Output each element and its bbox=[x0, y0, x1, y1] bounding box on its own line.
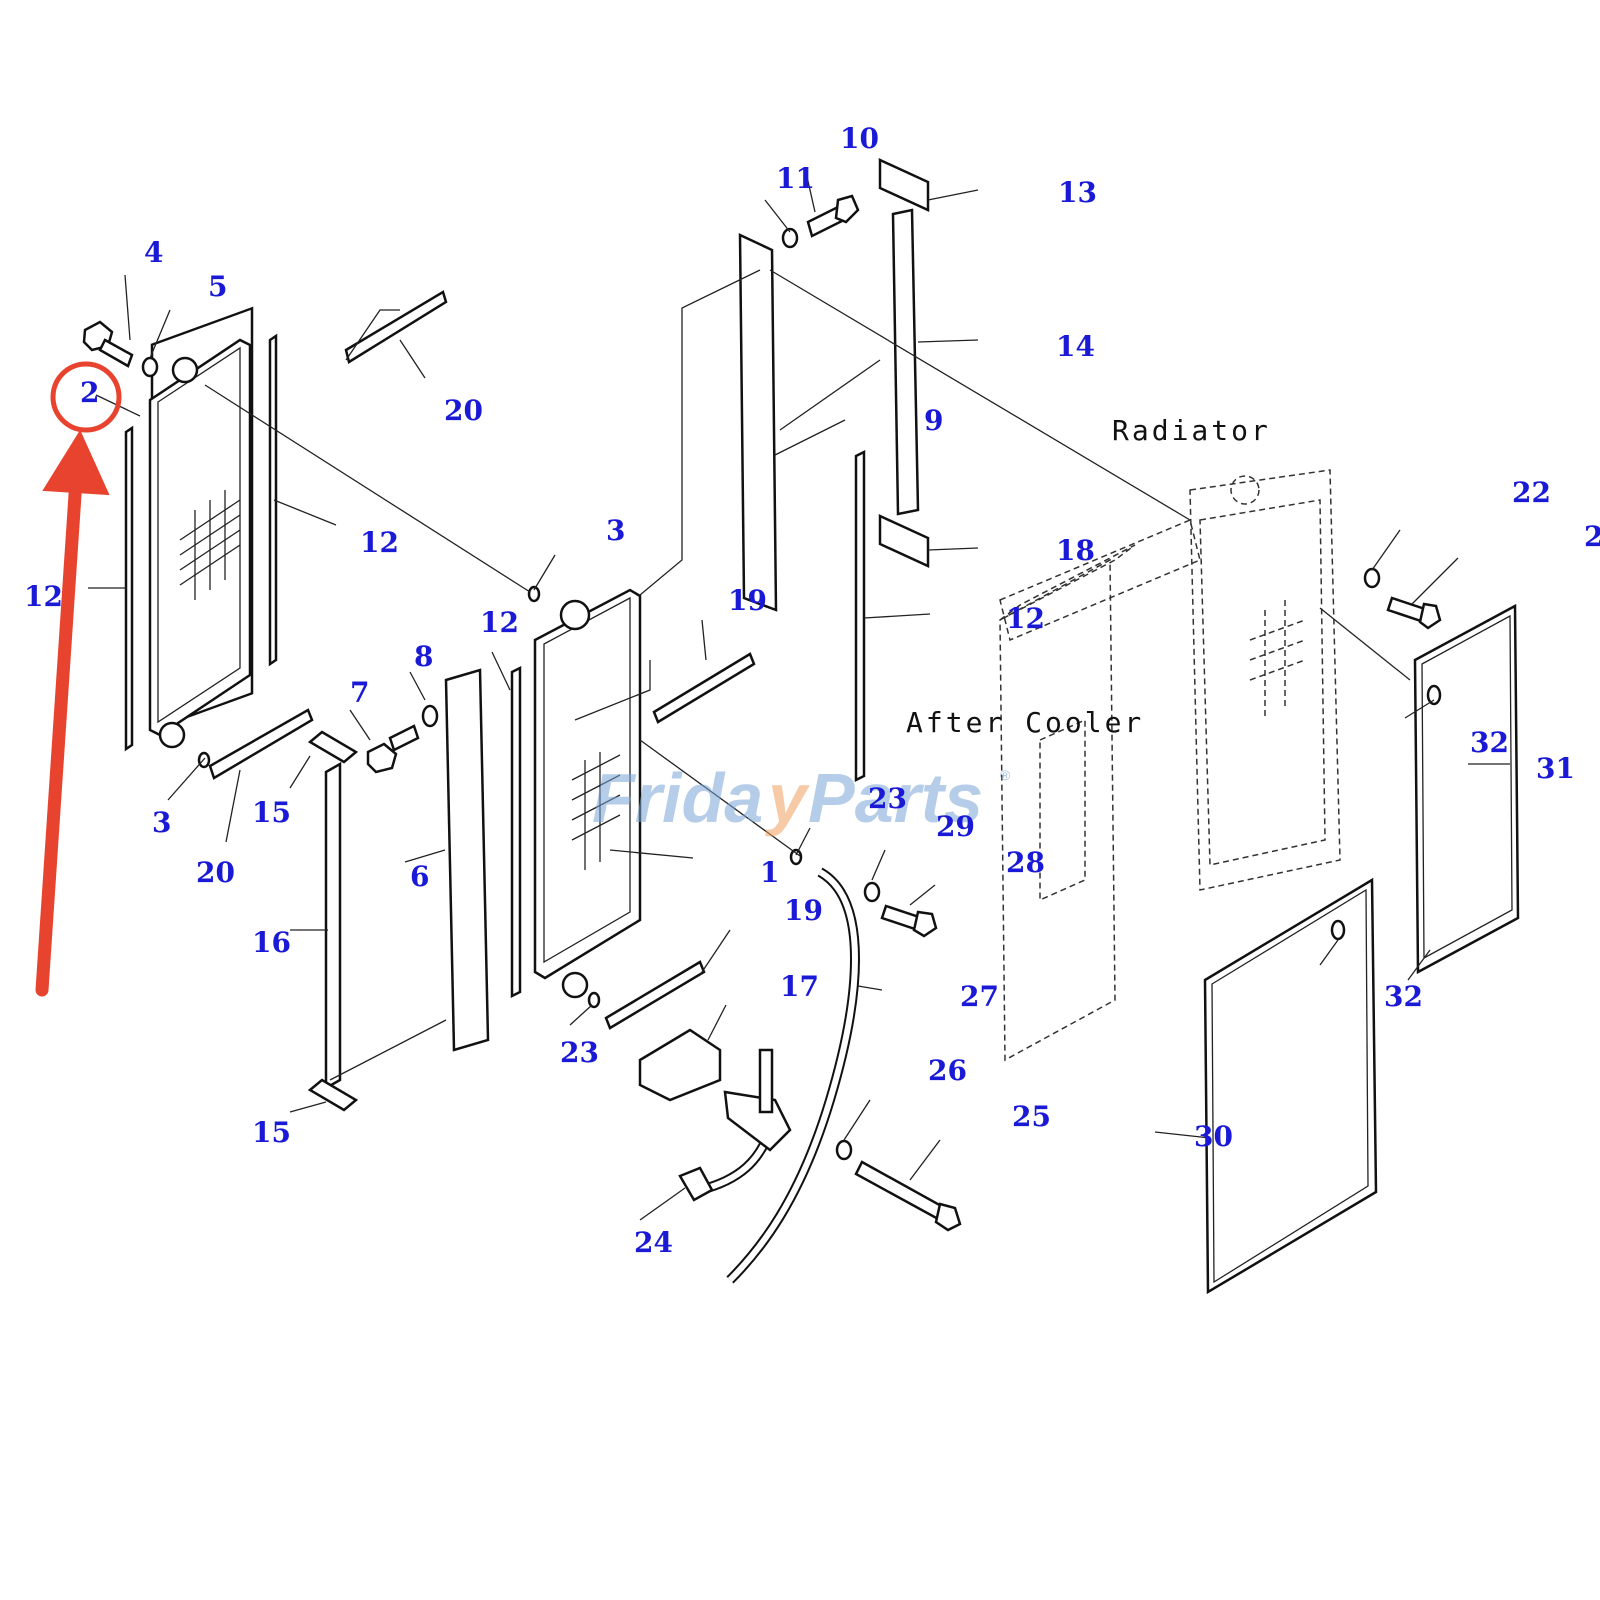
clip-32-top bbox=[1426, 684, 1442, 706]
callout: 20 bbox=[444, 394, 483, 427]
callout: 20 bbox=[196, 856, 235, 889]
callout: 31 bbox=[1536, 752, 1575, 785]
callout: 15 bbox=[252, 796, 291, 829]
watermark-logo: Frida y Parts ® bbox=[592, 759, 1011, 837]
callout: 12 bbox=[360, 526, 399, 559]
svg-text:Frida: Frida bbox=[592, 759, 763, 837]
callout: 14 bbox=[1056, 330, 1095, 363]
strip-12-center-tall bbox=[854, 449, 866, 783]
callout: 32 bbox=[1384, 980, 1423, 1013]
block-15-bottom bbox=[307, 1078, 359, 1112]
seal-strip-12-center bbox=[510, 665, 522, 999]
callout: 15 bbox=[252, 1116, 291, 1149]
washer-5 bbox=[141, 356, 159, 378]
annotation-highlight bbox=[35, 361, 122, 997]
arrow-head bbox=[42, 429, 110, 496]
assembly-lines bbox=[204, 269, 1411, 1081]
callout: 11 bbox=[776, 162, 815, 195]
callout: 1 bbox=[760, 856, 779, 889]
callout: 26 bbox=[928, 1054, 967, 1087]
plate-6 bbox=[444, 668, 490, 1052]
callout: 5 bbox=[208, 270, 227, 303]
svg-text:Parts: Parts bbox=[808, 759, 983, 837]
label-radiator: Radiator bbox=[1112, 414, 1271, 447]
callout: 9 bbox=[924, 404, 943, 437]
callout: 28 bbox=[1006, 846, 1045, 879]
svg-text:y: y bbox=[765, 759, 810, 837]
left-cooler-core bbox=[148, 306, 254, 749]
callout: 18 bbox=[1056, 534, 1095, 567]
block-13 bbox=[878, 158, 930, 212]
callout: 29 bbox=[936, 810, 975, 843]
bolt-22 bbox=[1386, 596, 1442, 630]
callout: 4 bbox=[144, 236, 163, 269]
bolt-4 bbox=[82, 320, 134, 368]
callout: 23 bbox=[868, 782, 907, 815]
callout: 7 bbox=[350, 676, 369, 709]
pipe-24 bbox=[678, 1048, 792, 1202]
washer-22 bbox=[1363, 567, 1381, 589]
seal-strip-12-left bbox=[124, 425, 134, 752]
callout: 3 bbox=[152, 806, 171, 839]
callout: 12 bbox=[1006, 602, 1045, 635]
oring-3-center bbox=[527, 585, 541, 603]
bolt-28 bbox=[880, 904, 938, 938]
bracket-23 bbox=[638, 1028, 722, 1102]
oring-23 bbox=[587, 991, 601, 1009]
bolt-7 bbox=[366, 724, 420, 774]
callouts: 10 11 13 4 5 14 2 9 20 3 12 22 2 12 18 1… bbox=[24, 122, 1600, 1259]
after-cooler-outline bbox=[999, 544, 1136, 1062]
strip-20-lower bbox=[604, 960, 706, 1030]
plate-19 bbox=[738, 233, 778, 612]
bar-16 bbox=[324, 761, 342, 1091]
cover-31 bbox=[1413, 603, 1520, 975]
oring-1 bbox=[789, 848, 803, 866]
callout: 27 bbox=[960, 980, 999, 1013]
washer-8 bbox=[421, 704, 439, 728]
callout: 30 bbox=[1194, 1120, 1233, 1153]
callout: 2 bbox=[1584, 520, 1600, 553]
bolt-26 bbox=[854, 1160, 962, 1232]
highlight-arrow bbox=[35, 443, 85, 997]
clip-32-bottom bbox=[1330, 919, 1346, 941]
callout: 17 bbox=[780, 970, 819, 1003]
svg-text:®: ® bbox=[1000, 767, 1011, 783]
seal-strip-12-right bbox=[268, 333, 278, 667]
leader-lines bbox=[88, 167, 1510, 1221]
label-after-cooler: After Cooler bbox=[906, 706, 1144, 739]
cover-30 bbox=[1203, 877, 1378, 1295]
callout: 25 bbox=[1012, 1100, 1051, 1133]
strip-20-mid bbox=[652, 652, 756, 724]
callout: 8 bbox=[414, 640, 433, 673]
callout: 12 bbox=[480, 606, 519, 639]
callout: 3 bbox=[606, 514, 625, 547]
callout: 13 bbox=[1058, 176, 1097, 209]
callout: 19 bbox=[728, 584, 767, 617]
callout: 32 bbox=[1470, 726, 1509, 759]
bar-9 bbox=[891, 208, 920, 516]
highlight-circle bbox=[50, 361, 122, 433]
callout: 12 bbox=[24, 580, 63, 613]
seal-strip-20-top bbox=[344, 290, 448, 364]
block-18 bbox=[878, 514, 930, 568]
seal-strip-20-bottom bbox=[208, 708, 314, 780]
washer-10 bbox=[781, 227, 799, 249]
callout: 23 bbox=[560, 1036, 599, 1069]
radiator-outline bbox=[999, 469, 1341, 891]
bolt-11 bbox=[806, 194, 860, 238]
callout: 24 bbox=[634, 1226, 673, 1259]
washer-25 bbox=[835, 1139, 853, 1161]
washer-27 bbox=[863, 881, 881, 903]
callout: 6 bbox=[410, 860, 429, 893]
callout: 19 bbox=[784, 894, 823, 927]
callout: 16 bbox=[252, 926, 291, 959]
callout: 22 bbox=[1512, 476, 1551, 509]
center-cooler-core bbox=[533, 588, 642, 999]
callout: 2 bbox=[80, 376, 99, 409]
block-15-top bbox=[307, 730, 359, 764]
callout: 10 bbox=[840, 122, 879, 155]
